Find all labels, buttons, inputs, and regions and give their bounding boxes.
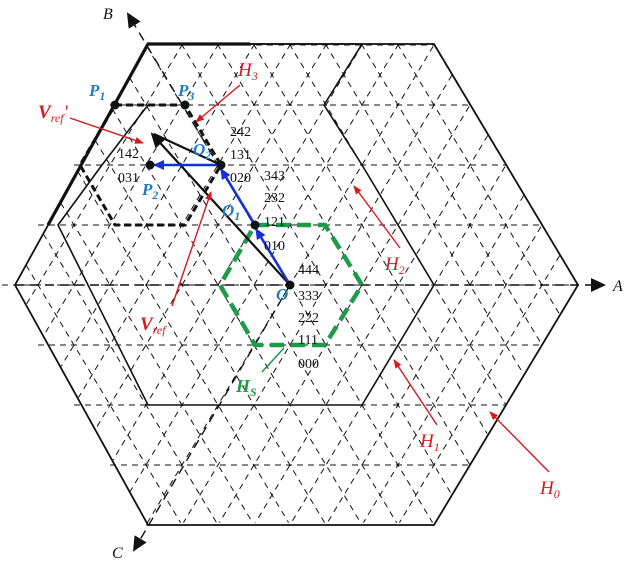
grid-line — [363, 226, 542, 523]
grid-line — [43, 43, 220, 336]
svg-text:H0: H0 — [539, 478, 560, 501]
svg-text:031: 031 — [118, 171, 139, 186]
grid-line — [360, 43, 543, 345]
state-labels-p2: 142 031 — [118, 147, 139, 186]
svg-text:222: 222 — [298, 311, 319, 326]
svg-text:000: 000 — [298, 357, 319, 372]
vector-o-o1 — [254, 228, 292, 286]
svg-text:H2: H2 — [384, 254, 405, 277]
grid-line — [60, 202, 253, 523]
grid-line — [78, 43, 292, 398]
svg-text:444: 444 — [298, 263, 319, 278]
vector-vref-prime — [153, 133, 222, 166]
svg-text:333: 333 — [298, 289, 319, 304]
label-o2: O2 — [193, 140, 211, 162]
annotation-vref-prime: Vref' — [38, 102, 144, 144]
grid-line — [129, 77, 397, 523]
axis-label-b: B — [103, 6, 113, 23]
state-labels-o2: 242 131 020 — [230, 125, 251, 186]
annotation-h1: H1 — [393, 359, 440, 454]
point-p3 — [180, 100, 190, 110]
label-p1: P1 — [88, 81, 105, 103]
label-p3: P3 — [177, 81, 194, 103]
annotation-h0: H0 — [489, 411, 560, 501]
annotation-vref: Vref — [140, 191, 212, 337]
annotation-h3: H3 — [195, 60, 258, 123]
label-origin: O — [276, 285, 288, 304]
label-p2: P2 — [141, 180, 158, 202]
svg-text:111: 111 — [298, 333, 318, 348]
point-o2 — [216, 160, 226, 170]
svg-text:343: 343 — [264, 169, 285, 184]
grid-line — [327, 195, 525, 523]
svg-text:232: 232 — [264, 191, 285, 206]
svg-text:Vref': Vref' — [38, 102, 69, 125]
svg-text:H1: H1 — [419, 431, 440, 454]
grid-line — [396, 43, 560, 314]
svg-text:H3: H3 — [237, 60, 258, 83]
axis-label-a: A — [612, 278, 623, 295]
grid-line — [94, 139, 325, 523]
grid-line — [60, 43, 256, 367]
point-p1 — [110, 100, 120, 110]
grid-line — [324, 43, 524, 374]
svg-text:121: 121 — [264, 215, 285, 230]
svg-text:010: 010 — [264, 239, 285, 254]
grid-line — [216, 43, 471, 466]
grid-line — [26, 43, 184, 304]
hexagon-h0-bold-edge — [46, 42, 250, 226]
point-origin — [285, 280, 295, 290]
svg-text:HS: HS — [235, 376, 257, 399]
grid-line — [252, 43, 488, 434]
state-labels-origin: 444 333 222 111 000 — [298, 263, 319, 372]
grid-line — [129, 43, 400, 492]
annotation-hs: HS — [235, 347, 285, 399]
grid-line — [111, 108, 361, 523]
point-o1 — [250, 220, 260, 230]
svg-text:Vref: Vref — [140, 314, 167, 337]
vector-vref — [150, 132, 291, 286]
point-p2 — [145, 160, 155, 170]
svg-text:142: 142 — [118, 147, 139, 162]
grid-line — [291, 166, 506, 523]
svg-text:131: 131 — [230, 148, 251, 163]
hexagon-hs — [217, 222, 365, 348]
svg-text:242: 242 — [230, 125, 251, 140]
grid-line — [77, 171, 289, 523]
label-o1: O1 — [222, 201, 240, 223]
annotation-h2: H2 — [353, 185, 405, 277]
grid-line — [95, 43, 328, 430]
hexagon-h0 — [13, 43, 580, 526]
grid-line — [255, 135, 489, 523]
state-labels-o1: 343 232 121 010 — [264, 169, 285, 254]
svg-text:020: 020 — [230, 171, 251, 186]
grid-line — [183, 75, 453, 523]
grid-line — [399, 255, 561, 523]
hexagon-h1 — [57, 43, 435, 406]
grid-line — [42, 233, 217, 523]
axis-label-c: C — [112, 545, 123, 562]
axis-c — [132, 284, 291, 552]
vector-o1-o2 — [219, 168, 257, 226]
